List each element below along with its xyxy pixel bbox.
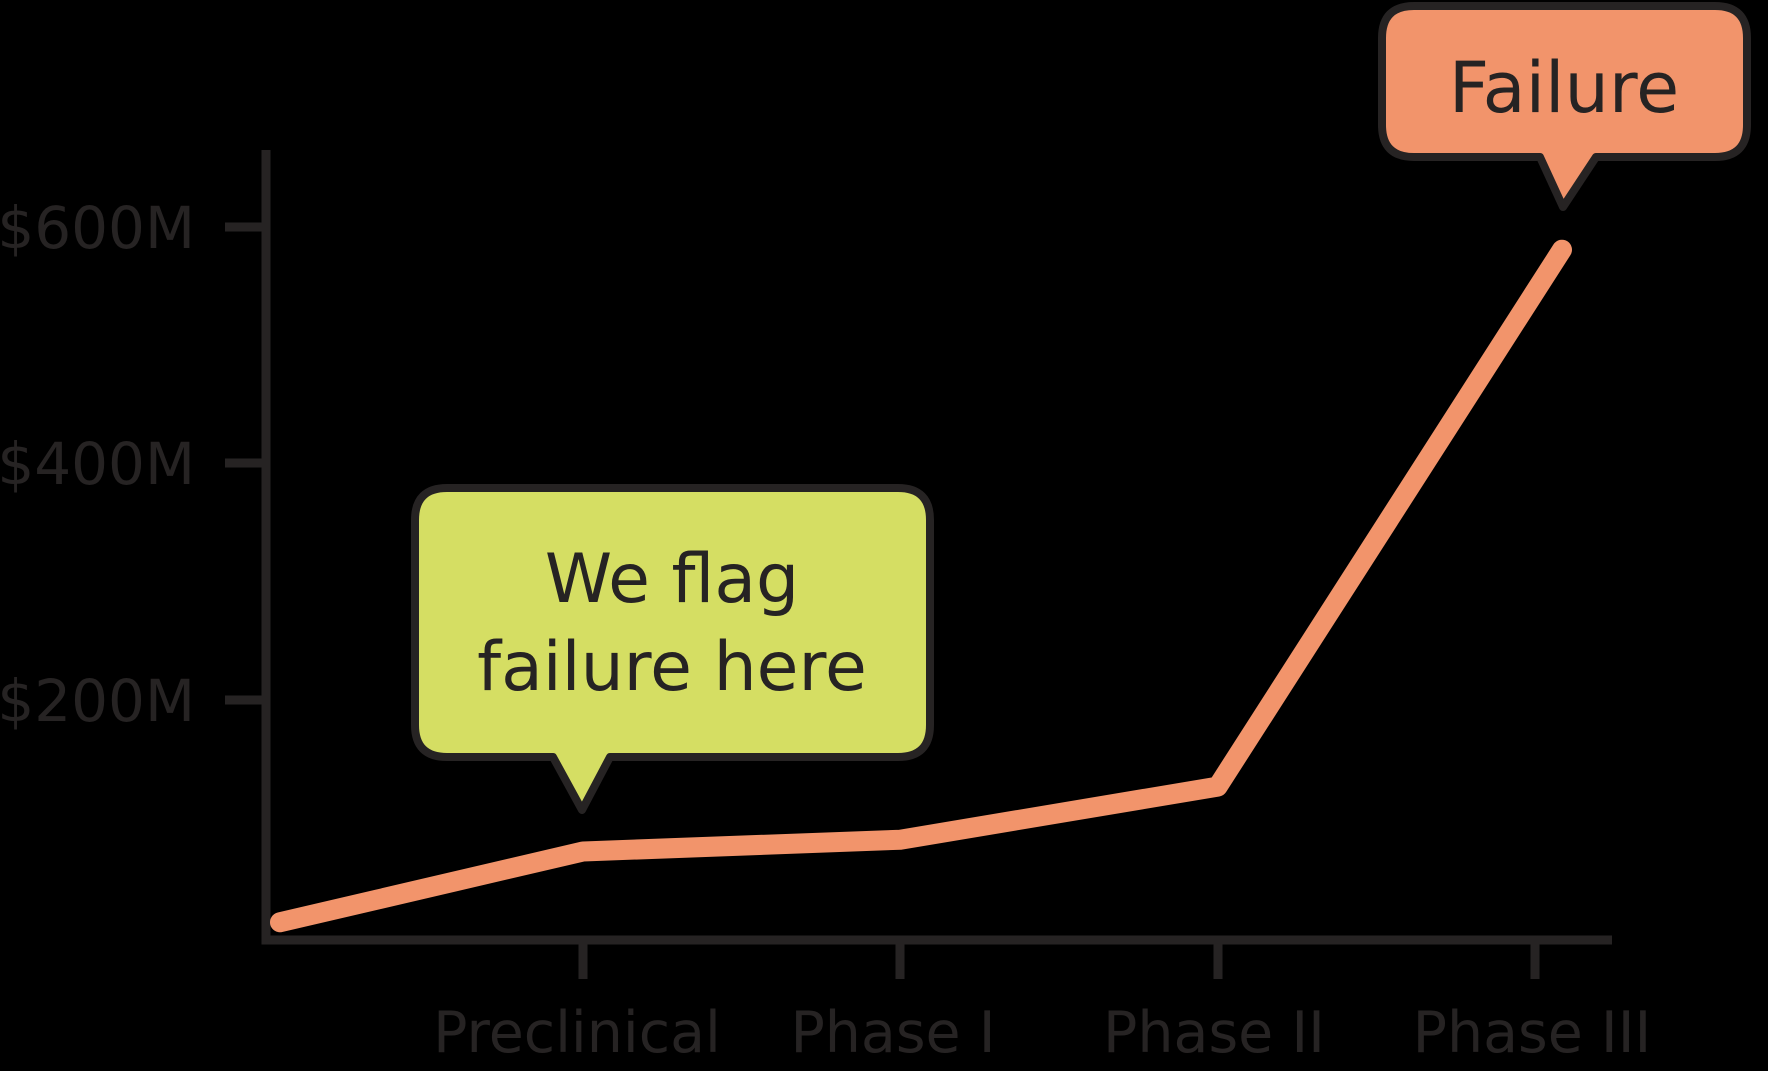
x-axis-label-phase-1: Phase I — [790, 1000, 995, 1066]
flag-callout-text-line-2: failure here — [477, 628, 867, 707]
x-axis-label-phase-2: Phase II — [1103, 1000, 1325, 1066]
y-axis-label-400m: $400M — [0, 430, 195, 498]
flag-callout-bubble — [411, 484, 934, 814]
y-axis-label-600m: $600M — [0, 194, 195, 262]
flag-callout-text-line-1: We flag — [545, 540, 799, 619]
failure-callout: Failure — [1378, 2, 1751, 211]
x-axis-label-preclinical: Preclinical — [433, 1000, 721, 1066]
y-axis-label-200m: $200M — [0, 667, 195, 735]
failure-callout-bubble — [1378, 2, 1751, 211]
flag-callout: We flag failure here — [411, 484, 934, 814]
cost-line — [270, 239, 1572, 933]
failure-callout-text: Failure — [1449, 47, 1679, 129]
x-axis-label-phase-3: Phase III — [1413, 1000, 1652, 1066]
